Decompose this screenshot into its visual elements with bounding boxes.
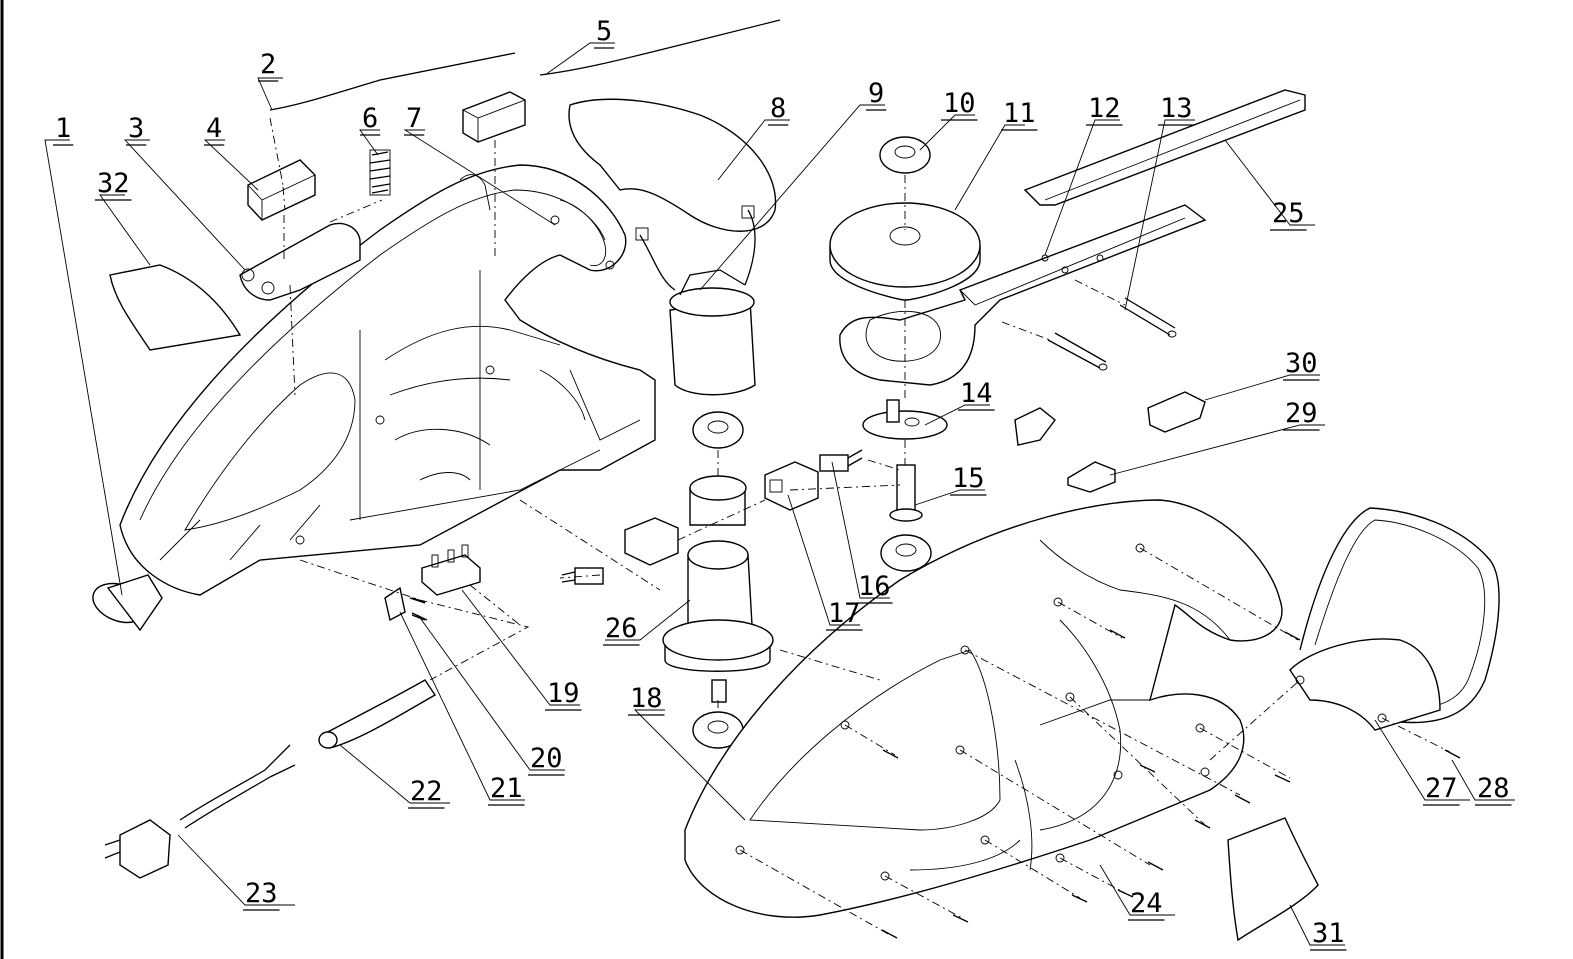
label-9: 9 xyxy=(868,78,884,109)
label-10: 10 xyxy=(943,88,976,119)
part-1-ring xyxy=(92,574,163,632)
label-24: 24 xyxy=(1130,888,1163,919)
part-31-label xyxy=(1227,817,1319,942)
label-17: 17 xyxy=(828,598,861,629)
part-16-brush xyxy=(819,449,863,472)
part-32-label xyxy=(109,264,242,351)
part-13-pins xyxy=(1047,297,1177,371)
part-5-switch xyxy=(462,91,526,143)
label-15: 15 xyxy=(952,463,985,494)
part-12-blade xyxy=(839,204,1207,386)
label-30: 30 xyxy=(1285,348,1318,379)
label-14: 14 xyxy=(960,378,993,409)
label-32: 32 xyxy=(97,168,130,199)
part-29-block xyxy=(1067,461,1116,493)
label-21: 21 xyxy=(490,773,523,804)
label-23: 23 xyxy=(245,878,278,909)
label-11: 11 xyxy=(1003,98,1036,129)
label-16: 16 xyxy=(858,571,891,602)
part-23-plug xyxy=(104,744,296,879)
alignment-lines xyxy=(269,117,1451,936)
label-12: 12 xyxy=(1088,93,1121,124)
part-22-relief xyxy=(318,679,436,749)
part-3-trigger xyxy=(239,222,361,301)
label-20: 20 xyxy=(530,743,563,774)
part-19-terminal xyxy=(421,544,481,596)
brush-holder-left xyxy=(561,517,679,585)
part-15-shaft xyxy=(880,464,932,572)
label-13: 13 xyxy=(1160,93,1193,124)
label-2: 2 xyxy=(260,49,276,80)
part-6-spring xyxy=(369,149,391,196)
label-31: 31 xyxy=(1312,918,1345,949)
label-22: 22 xyxy=(410,776,443,807)
label-26: 26 xyxy=(605,613,638,644)
part-20-clamp xyxy=(384,586,428,622)
label-18: 18 xyxy=(630,683,663,714)
label-7: 7 xyxy=(406,103,422,134)
label-3: 3 xyxy=(128,113,144,144)
label-29: 29 xyxy=(1285,398,1318,429)
part-27-handle xyxy=(1289,507,1500,731)
part-14-eccentric xyxy=(862,399,948,440)
part-2-wire xyxy=(269,52,516,111)
label-8: 8 xyxy=(770,93,786,124)
part-8-cover xyxy=(568,98,777,232)
part-30-block xyxy=(1147,391,1206,433)
part-9-motor xyxy=(635,205,756,396)
label-27: 27 xyxy=(1425,773,1458,804)
screws xyxy=(411,597,1461,939)
label-6: 6 xyxy=(362,103,378,134)
label-25: 25 xyxy=(1272,198,1305,229)
part-5-wire xyxy=(539,19,781,76)
part-25-blade-cover xyxy=(1023,89,1306,206)
part-18-housing-right xyxy=(684,499,1283,918)
part-4-switch xyxy=(247,159,316,221)
part-10-bearing xyxy=(879,136,931,174)
part-17-holder xyxy=(764,461,819,511)
housing-left-half xyxy=(119,164,656,596)
leader-lines xyxy=(44,42,1515,946)
label-19: 19 xyxy=(547,678,580,709)
label-5: 5 xyxy=(596,16,612,47)
label-1: 1 xyxy=(55,113,71,144)
label-4: 4 xyxy=(206,113,222,144)
part-small-block xyxy=(1014,407,1056,446)
label-28: 28 xyxy=(1477,773,1510,804)
part-labels: 1 2 3 4 5 6 7 8 9 10 11 12 13 14 15 16 1… xyxy=(53,16,1512,951)
part-11-gear xyxy=(829,202,981,301)
